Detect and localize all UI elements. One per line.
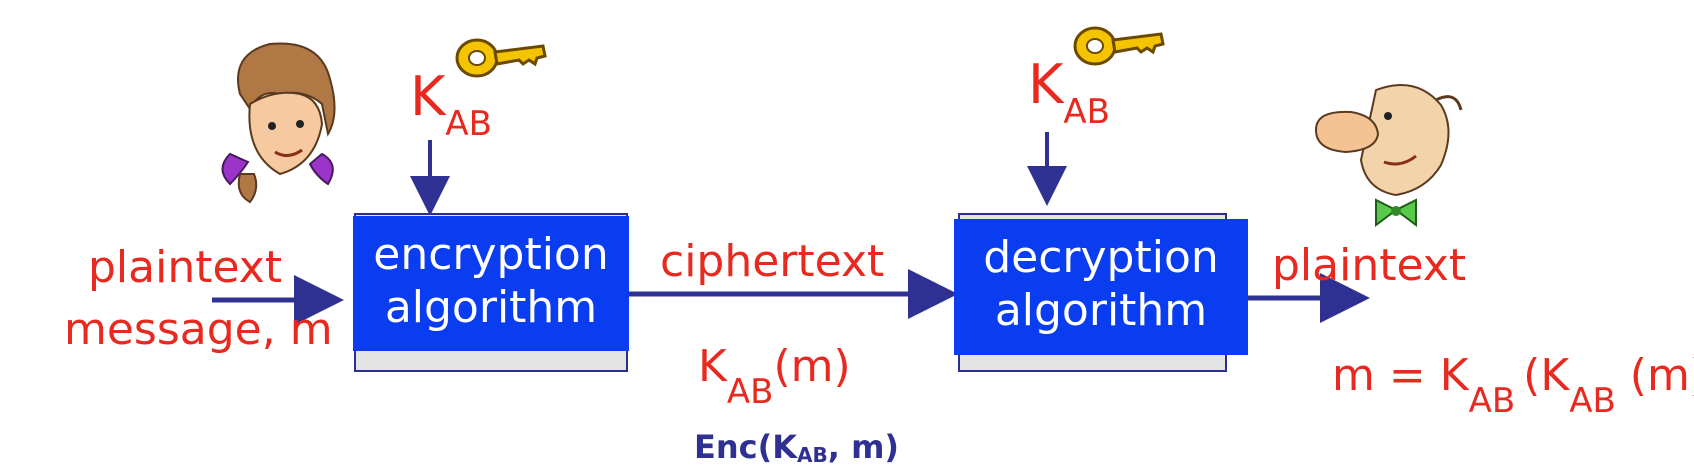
encryption-algorithm-box: encryption algorithm	[353, 216, 629, 351]
alice-icon	[221, 42, 336, 204]
ciphertext-label: ciphertext	[660, 236, 885, 287]
cipher-k: K	[698, 341, 727, 392]
enc-notation: Enc(KAB, m)	[694, 428, 899, 467]
decrypt-key-label: KAB	[1028, 58, 1110, 130]
decryption-line1: decryption	[983, 232, 1219, 284]
key-k: K	[410, 65, 446, 128]
key-icon	[455, 38, 547, 78]
cipher-sub: AB	[726, 372, 774, 412]
bob-icon	[1314, 84, 1463, 227]
plaintext-output-label: plaintext	[1272, 240, 1467, 291]
encrypt-key-label: KAB	[410, 70, 492, 142]
enc-sub: AB	[797, 443, 828, 467]
result-sub1: AB	[1468, 381, 1516, 421]
cipher-formula: KAB(m)	[698, 345, 851, 410]
enc-suffix: , m)	[827, 428, 900, 466]
result-sub2: AB	[1569, 381, 1616, 421]
plaintext-input-label: plaintext	[88, 242, 283, 293]
enc-prefix: Enc(K	[694, 428, 798, 466]
key-sub: AB	[1063, 92, 1111, 132]
key-sub: AB	[445, 104, 493, 144]
message-m-label: message, m	[64, 304, 333, 355]
encryption-line1: encryption	[373, 228, 609, 280]
encryption-line2: algorithm	[384, 281, 598, 333]
result-mid: (K	[1523, 350, 1570, 401]
key-icon	[1073, 26, 1165, 66]
result-lhs: m = K	[1332, 350, 1469, 401]
decryption-algorithm-box: decryption algorithm	[954, 219, 1248, 355]
key-k: K	[1028, 53, 1064, 116]
result-formula: m = KAB(KAB(m))	[1332, 354, 1694, 419]
cipher-rest: (m)	[773, 341, 851, 392]
decryption-line2: algorithm	[994, 285, 1208, 336]
result-rest: (m))	[1629, 350, 1694, 401]
